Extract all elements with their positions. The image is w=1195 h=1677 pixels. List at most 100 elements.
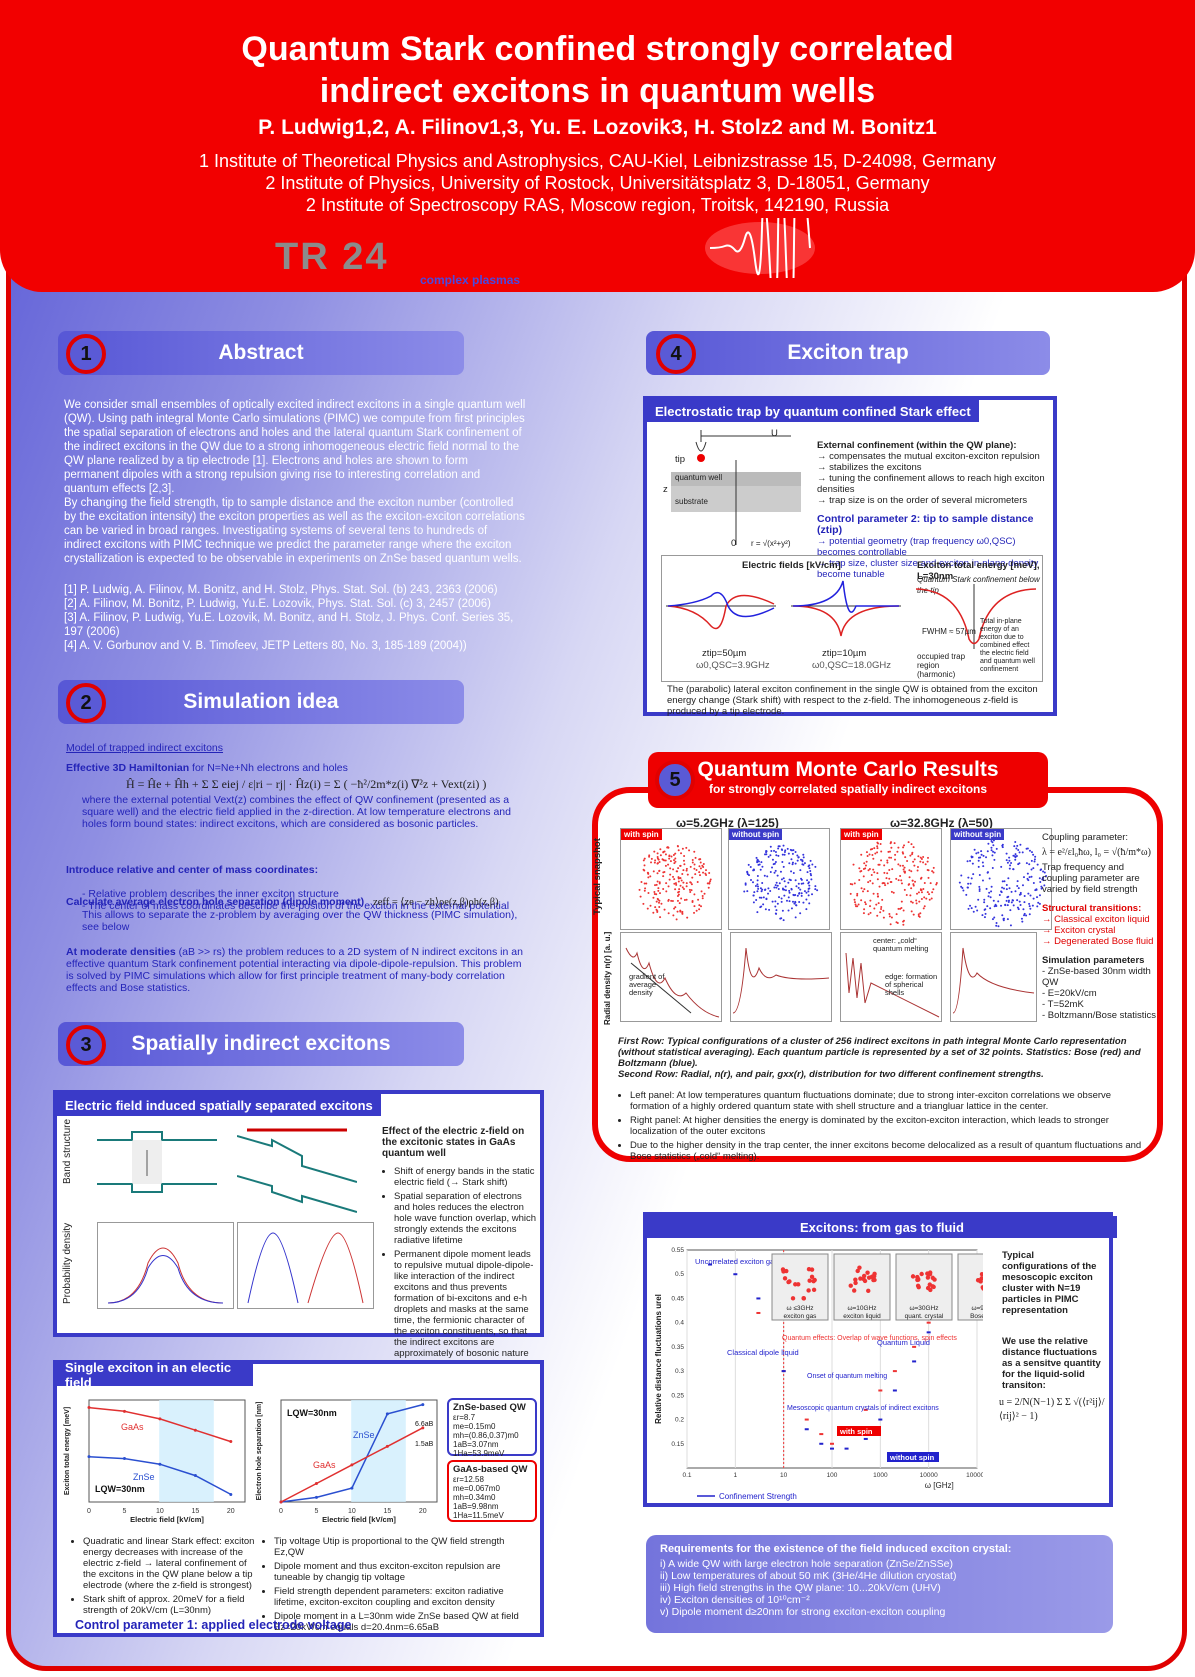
particle [809,1274,815,1280]
particle [995,924,998,927]
particle [1001,843,1004,846]
particle [881,898,884,901]
particle [908,883,911,886]
particle [1033,858,1036,861]
particle [854,903,857,906]
particle [642,868,645,871]
particle [674,857,677,860]
inset-phase: Bose liquid [970,1313,983,1320]
wavepacket-logo-icon [700,218,820,278]
hamiltonian-formula: Ĥ = Ĥe + Ĥh + Σ Σ eiej / ε|ri − rj| · Ĥz… [126,777,487,791]
omega-2: ω0,QSC=18.0GHz [812,660,891,671]
particle [640,881,643,884]
particle [995,847,998,850]
particle [900,882,903,885]
particle [1005,852,1008,855]
particle [695,868,698,871]
particle [654,859,657,862]
requirements-box: Requirements for the existence of the fi… [646,1535,1113,1633]
particle [892,891,895,894]
particle [1000,865,1003,868]
particle [1009,864,1012,867]
param: 1aB=9.98nm [453,1502,499,1511]
particle [910,870,913,873]
particle [774,905,777,908]
param: 1aB=3.07nm [453,1440,499,1449]
series-label-gaas: GaAs [313,1460,336,1470]
ext-heading: External confinement (within the QW plan… [817,440,1017,451]
particle [886,882,889,885]
particle [929,882,932,885]
particle [761,882,764,885]
energy-title: Exciton total energy [meV], L=30nm [917,560,1040,582]
particle [675,918,678,921]
series-label-znse: ZnSe [353,1430,375,1440]
band-diagram-field [237,1126,357,1216]
particle [649,875,652,878]
band-diagram-zero-field [97,1126,217,1206]
annotation-melting: Onset of quantum melting [807,1373,887,1380]
particle [912,846,915,849]
particle [679,910,682,913]
tr24-logo: TR 24 [275,236,389,278]
particle [886,861,889,864]
particle [665,890,668,893]
particle [983,908,986,911]
particle [1038,894,1041,897]
data-point [733,1273,738,1276]
particle [775,909,778,912]
particle [893,842,896,845]
particle [693,905,696,908]
particle [890,856,893,859]
particle [693,863,696,866]
particle [698,858,701,861]
particle [788,862,791,865]
particle [1001,914,1004,917]
section-title: Spatially indirect excitons [131,1032,391,1055]
particle [970,855,973,858]
annotation-quantum-effects: Quantum effects: Overlap of wave functio… [782,1335,957,1342]
particle [928,893,931,896]
particle [1017,863,1020,866]
requirement-item: iv) Exciton densities of 10¹⁰cm⁻² [660,1594,810,1606]
particle [648,855,651,858]
particle [769,870,772,873]
sim-params-heading: Simulation parameters [1042,955,1145,966]
data-point [350,1463,354,1467]
particle [864,864,867,867]
particle [786,847,789,850]
particle [707,886,710,889]
particle [899,864,902,867]
particle [911,851,914,854]
particle [867,869,870,872]
particle [880,850,883,853]
model-link: Model of trapped indirect excitons [66,742,224,754]
particle [977,898,980,901]
particle [1016,906,1019,909]
particle [673,882,676,885]
particle [781,909,784,912]
particle [676,910,679,913]
particle [674,888,677,891]
particle [1004,903,1007,906]
particle [816,889,819,892]
particle [888,856,891,859]
particle [788,900,791,903]
particle [925,897,928,900]
particle [674,852,677,855]
particle [798,892,801,895]
y-tick-label: 0.2 [675,1417,684,1424]
particle [658,906,661,909]
particle [858,878,861,881]
particle [788,891,791,894]
particle [759,887,762,890]
particle [674,882,677,885]
radial-axis-label: Radial density n(r) [a. u.] [603,931,612,1025]
particle [977,865,980,868]
particle [1039,880,1042,883]
param: 1Ha=53.9meV [453,1449,505,1458]
particle [672,914,675,917]
